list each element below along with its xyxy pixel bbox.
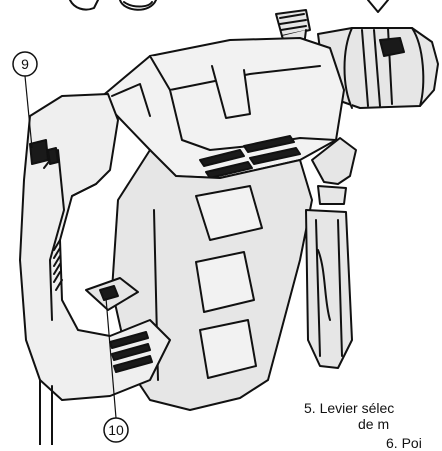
svg-text:10: 10 (108, 422, 124, 438)
callout-10: 10 (103, 297, 129, 443)
grip-ribs (53, 239, 63, 291)
chuck (317, 27, 439, 109)
lock-button (85, 277, 139, 311)
vent-slots (199, 135, 301, 179)
svg-text:9: 9 (21, 56, 29, 72)
partial-part-top-left (69, 0, 99, 11)
side-handle (305, 137, 357, 369)
partial-part-top-right (367, 0, 389, 13)
caption-line-3: 6. Poi (386, 435, 422, 451)
mode-switch-block (29, 139, 59, 165)
caption-line-1: 5. Levier sélec (304, 400, 395, 416)
rear-vents (109, 331, 153, 373)
rear-handle (19, 93, 171, 401)
callout-9: 9 (12, 51, 38, 149)
power-cord (39, 379, 53, 445)
caption-line-2: de m (358, 416, 390, 432)
partial-part-top-center (119, 0, 157, 11)
